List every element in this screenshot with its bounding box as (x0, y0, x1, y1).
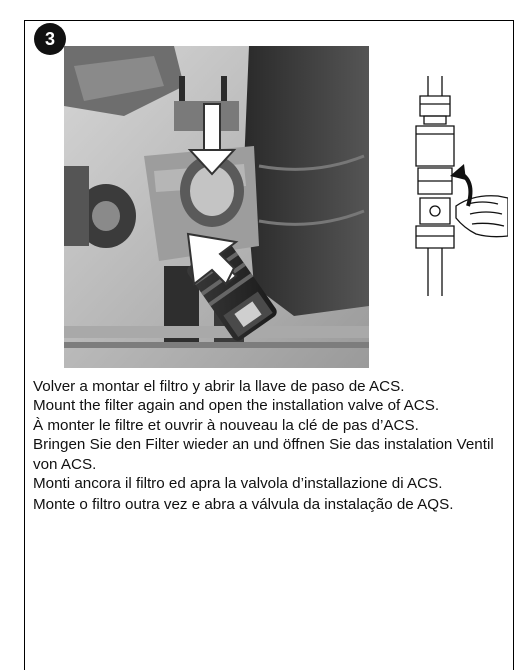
valve-hand-illustration (415, 76, 509, 296)
instruction-fr: À monter le filtre et ouvrir à nouveau l… (33, 416, 419, 434)
instruction-es: Volver a montar el filtro y abrir la lla… (33, 378, 405, 395)
instruction-de: Bringen Sie den Filter wieder an und öff… (33, 436, 494, 473)
filter-mounting-illustration (64, 46, 369, 368)
step-number-badge: 3 (34, 23, 66, 55)
instruction-text: Volver a montar el filtro y abrir la lla… (33, 377, 503, 515)
instruction-en: Mount the filter again and open the inst… (33, 397, 440, 415)
instruction-it: Monti ancora il filtro ed apra la valvol… (33, 475, 443, 493)
instruction-pt: Monte o filtro outra vez e abra a válvul… (33, 496, 454, 514)
arrow-insert-icon (186, 232, 239, 286)
filter-mounting-photo (64, 46, 369, 368)
valve-opening-drawing (398, 76, 509, 296)
instruction-panel (24, 20, 514, 670)
arrow-down-icon (187, 103, 237, 176)
rotate-arrow-icon (450, 164, 473, 207)
